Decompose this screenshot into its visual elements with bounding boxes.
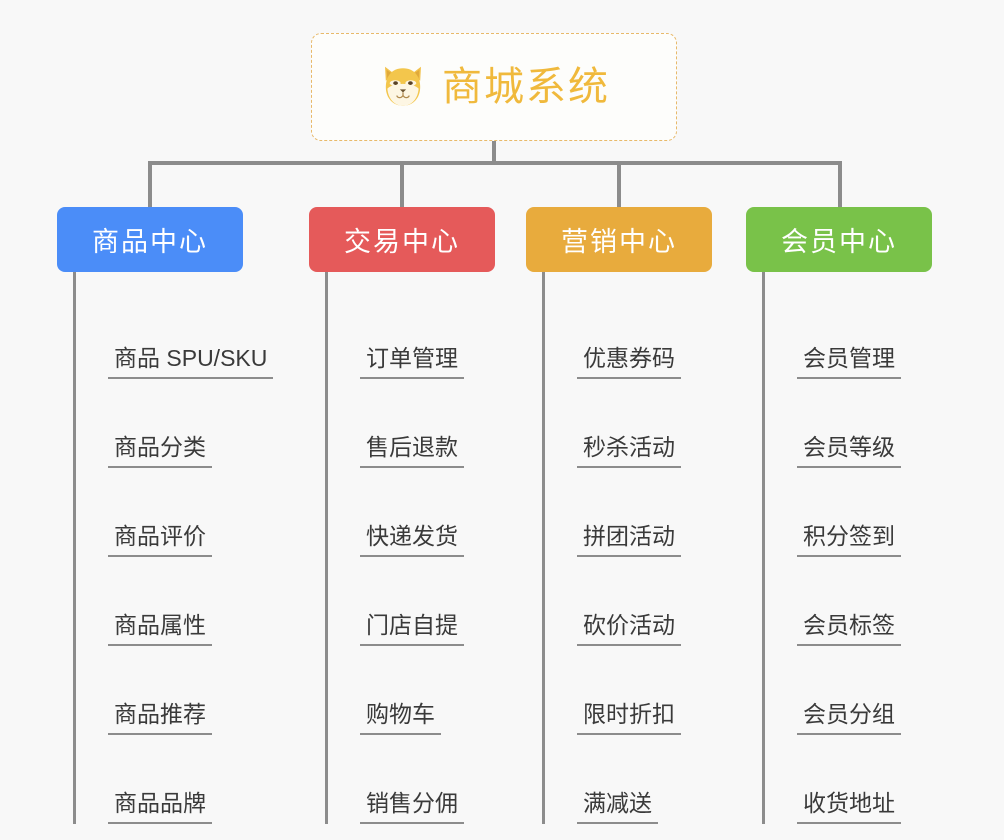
leaf-item[interactable]: 限时折扣 bbox=[545, 646, 712, 735]
leaf-item[interactable]: 商品品牌 bbox=[76, 735, 243, 824]
category-label-3: 会员中心 bbox=[781, 227, 897, 257]
leaf-label: 商品 SPU/SKU bbox=[108, 345, 274, 379]
leaf-item[interactable]: 满减送 bbox=[545, 735, 712, 824]
leaf-label: 商品评价 bbox=[108, 523, 212, 557]
leaf-label: 限时折扣 bbox=[577, 701, 681, 735]
leaf-item[interactable]: 门店自提 bbox=[328, 557, 495, 646]
leaf-label: 会员管理 bbox=[797, 345, 901, 379]
leaf-list-3: 会员管理 会员等级 积分签到 会员标签 会员分组 收货地址 bbox=[762, 272, 932, 824]
category-header-3[interactable]: 会员中心 bbox=[746, 207, 932, 272]
connector-drop-1 bbox=[148, 161, 152, 207]
leaf-item[interactable]: 快递发货 bbox=[328, 468, 495, 557]
leaf-label: 积分签到 bbox=[797, 523, 901, 557]
leaf-label: 会员等级 bbox=[797, 434, 901, 468]
leaf-item[interactable]: 订单管理 bbox=[328, 290, 495, 379]
category-label-0: 商品中心 bbox=[92, 227, 208, 257]
root-node[interactable]: 商城系统 bbox=[311, 33, 677, 141]
leaf-label: 售后退款 bbox=[360, 434, 464, 468]
leaf-item[interactable]: 商品分类 bbox=[76, 379, 243, 468]
category-label-2: 营销中心 bbox=[561, 227, 677, 257]
leaf-item[interactable]: 会员管理 bbox=[765, 290, 932, 379]
leaf-label: 商品属性 bbox=[108, 612, 212, 646]
connector-horizontal-bus bbox=[148, 161, 842, 165]
category-column-0: 商品中心 商品 SPU/SKU 商品分类 商品评价 商品属性 商品推荐 商品品牌 bbox=[57, 207, 274, 824]
category-header-1[interactable]: 交易中心 bbox=[309, 207, 495, 272]
connector-drop-4 bbox=[838, 161, 842, 207]
leaf-label: 优惠券码 bbox=[577, 345, 681, 379]
leaf-label: 快递发货 bbox=[360, 523, 464, 557]
leaf-item[interactable]: 收货地址 bbox=[765, 735, 932, 824]
connector-drop-3 bbox=[617, 161, 621, 207]
leaf-item[interactable]: 积分签到 bbox=[765, 468, 932, 557]
category-column-1: 交易中心 订单管理 售后退款 快递发货 门店自提 购物车 销售分佣 bbox=[309, 207, 495, 824]
leaf-label: 订单管理 bbox=[360, 345, 464, 379]
leaf-item[interactable]: 砍价活动 bbox=[545, 557, 712, 646]
leaf-item[interactable]: 商品评价 bbox=[76, 468, 243, 557]
leaf-label: 商品分类 bbox=[108, 434, 212, 468]
leaf-item[interactable]: 销售分佣 bbox=[328, 735, 495, 824]
leaf-label: 销售分佣 bbox=[360, 790, 464, 824]
leaf-item[interactable]: 商品推荐 bbox=[76, 646, 243, 735]
leaf-item[interactable]: 会员分组 bbox=[765, 646, 932, 735]
leaf-label: 门店自提 bbox=[360, 612, 464, 646]
leaf-list-0: 商品 SPU/SKU 商品分类 商品评价 商品属性 商品推荐 商品品牌 bbox=[73, 272, 274, 824]
category-label-1: 交易中心 bbox=[344, 227, 460, 257]
leaf-item[interactable]: 商品 SPU/SKU bbox=[76, 290, 274, 379]
leaf-label: 拼团活动 bbox=[577, 523, 681, 557]
category-column-3: 会员中心 会员管理 会员等级 积分签到 会员标签 会员分组 收货地址 bbox=[746, 207, 932, 824]
connector-root-stem bbox=[492, 141, 496, 164]
leaf-label: 商品品牌 bbox=[108, 790, 212, 824]
leaf-item[interactable]: 售后退款 bbox=[328, 379, 495, 468]
leaf-list-2: 优惠券码 秒杀活动 拼团活动 砍价活动 限时折扣 满减送 bbox=[542, 272, 712, 824]
leaf-list-1: 订单管理 售后退款 快递发货 门店自提 购物车 销售分佣 bbox=[325, 272, 495, 824]
category-column-2: 营销中心 优惠券码 秒杀活动 拼团活动 砍价活动 限时折扣 满减送 bbox=[526, 207, 712, 824]
leaf-label: 购物车 bbox=[360, 701, 441, 735]
leaf-item[interactable]: 会员标签 bbox=[765, 557, 932, 646]
leaf-item[interactable]: 商品属性 bbox=[76, 557, 243, 646]
leaf-label: 砍价活动 bbox=[577, 612, 681, 646]
leaf-item[interactable]: 拼团活动 bbox=[545, 468, 712, 557]
leaf-label: 秒杀活动 bbox=[577, 434, 681, 468]
connector-drop-2 bbox=[400, 161, 404, 207]
category-header-0[interactable]: 商品中心 bbox=[57, 207, 243, 272]
root-title: 商城系统 bbox=[442, 65, 610, 109]
leaf-label: 收货地址 bbox=[797, 790, 901, 824]
leaf-label: 会员分组 bbox=[797, 701, 901, 735]
category-header-2[interactable]: 营销中心 bbox=[526, 207, 712, 272]
leaf-label: 会员标签 bbox=[797, 612, 901, 646]
leaf-item[interactable]: 会员等级 bbox=[765, 379, 932, 468]
leaf-item[interactable]: 秒杀活动 bbox=[545, 379, 712, 468]
leaf-label: 商品推荐 bbox=[108, 701, 212, 735]
leaf-item[interactable]: 优惠券码 bbox=[545, 290, 712, 379]
leaf-label: 满减送 bbox=[577, 790, 658, 824]
shiba-dog-face-icon bbox=[385, 66, 421, 106]
leaf-item[interactable]: 购物车 bbox=[328, 646, 495, 735]
